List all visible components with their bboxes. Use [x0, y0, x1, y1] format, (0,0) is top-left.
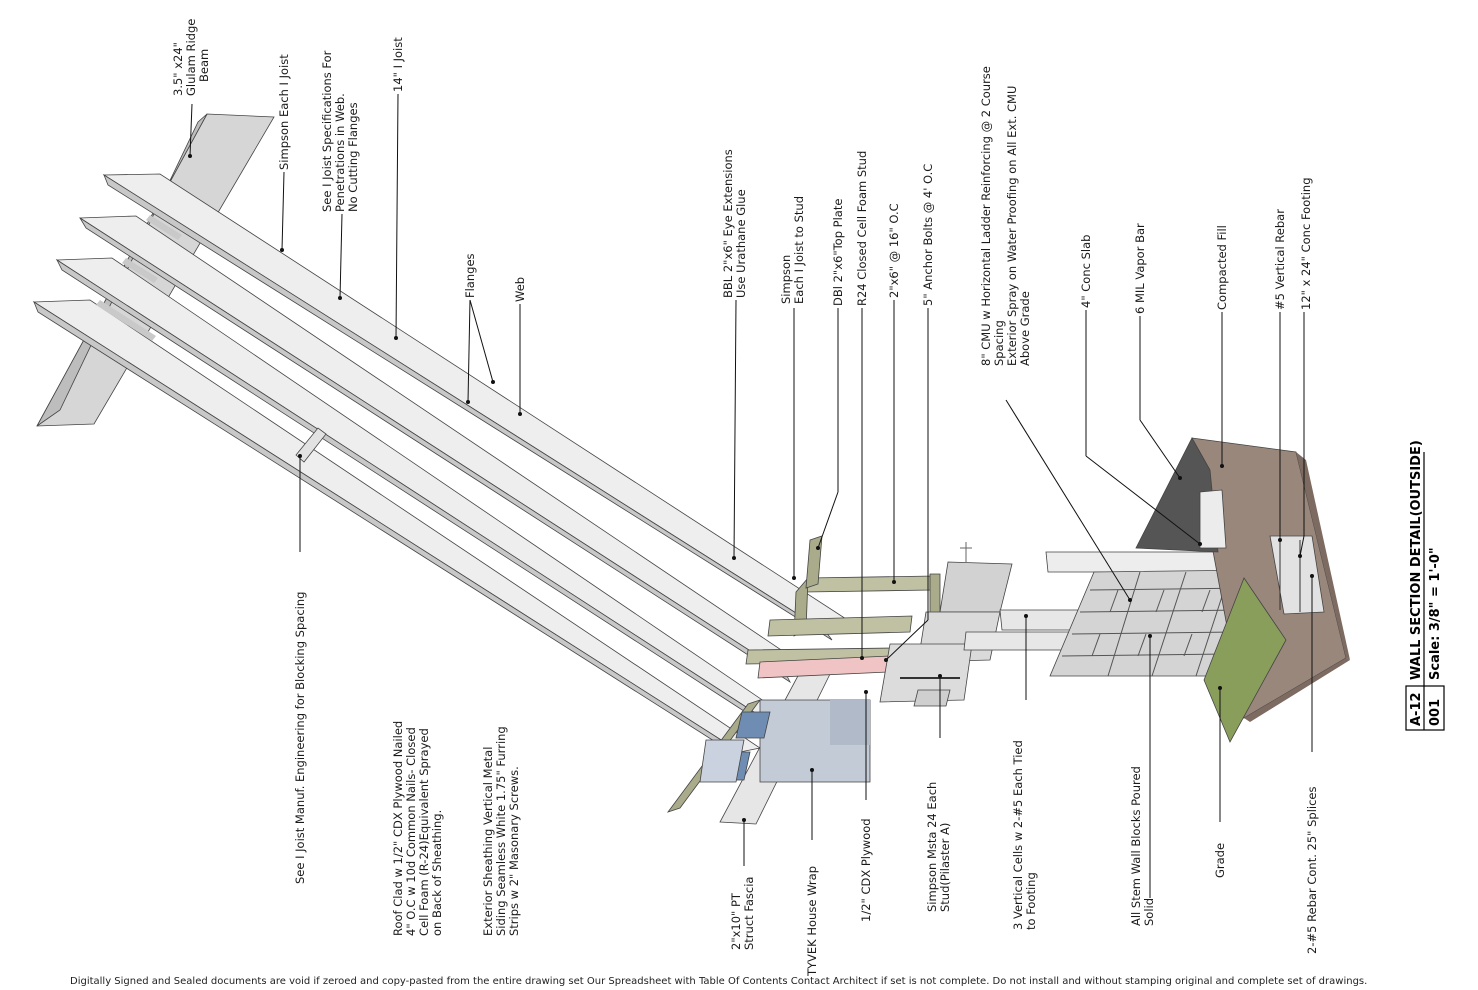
label-14-i-joist: 14" I Joist	[391, 37, 405, 92]
label-grade: Grade	[1213, 843, 1227, 878]
callout-labels: 3.5" x24" Glulam Ridge Beam Simpson Each…	[171, 15, 1319, 977]
label-glulam-ridge-beam: 3.5" x24" Glulam Ridge Beam	[171, 15, 211, 96]
label-r24-foam: R24 Closed Cell Foam Stud	[855, 151, 869, 306]
footer-disclaimer: Digitally Signed and Sealed documents ar…	[70, 976, 1368, 987]
title-block: A-12 001 WALL SECTION DETAIL(OUTSIDE) Sc…	[1405, 440, 1445, 731]
sheet-number: A-12	[1409, 692, 1424, 726]
label-5-vertical-rebar: #5 Vertical Rebar	[1273, 209, 1287, 310]
label-vertical-cells: 3 Vertical Cells w 2-#5 Each Tied to Foo…	[1011, 737, 1038, 930]
label-simpson-msta: Simpson Msta 24 Each Stud(Pilaster A)	[925, 778, 952, 912]
pilaster	[879, 542, 1013, 707]
label-web: Web	[513, 277, 527, 302]
label-4-conc-slab: 4" Conc Slab	[1079, 235, 1093, 308]
label-bbl-eye-extensions: BBL 2"x6" Eye Extensions Use Urathane Gl…	[721, 146, 748, 298]
label-conc-footing: 12" x 24" Conc Footing	[1299, 177, 1313, 310]
label-simpson-each-i-joist: Simpson Each I Joist	[277, 54, 291, 170]
detail-title: WALL SECTION DETAIL(OUTSIDE)	[1409, 440, 1424, 680]
label-anchor-bolts: 5" Anchor Bolts @ 4' O.C	[921, 164, 935, 306]
label-6-mil-vapor-bar: 6 MIL Vapor Bar	[1133, 223, 1147, 314]
label-i-joist-specifications: See I Joist Specifications For Penetrati…	[320, 47, 360, 212]
i-joists	[32, 173, 862, 762]
label-roof-clad: Roof Clad w 1/2" CDX Plywood Nailed 4" O…	[391, 717, 444, 936]
label-exterior-sheathing: Exterior Sheathing Vertical Metal Siding…	[481, 723, 521, 936]
leader-lines	[188, 93, 1314, 898]
label-cdx-plywood: 1/2" CDX Plywood	[859, 818, 873, 922]
label-flanges: Flanges	[463, 253, 477, 298]
detail-scale: Scale: 3/8" = 1'-0"	[1428, 547, 1443, 680]
label-tyvek-house-wrap: TYVEK House Wrap	[805, 866, 819, 977]
label-8-cmu: 8" CMU w Horizontal Ladder Reinforcing @…	[979, 62, 1032, 366]
label-rebar-splices: 2-#5 Rebar Cont. 25" Splices	[1305, 787, 1319, 955]
detail-number: 001	[1428, 699, 1443, 726]
label-studs-16-oc: 2"x6" @ 16" O.C	[887, 203, 901, 298]
label-struct-fascia: 2"x10" PT Struct Fascia	[729, 877, 756, 950]
label-dbl-top-plate: DBl 2"x6"Top Plate	[831, 199, 845, 306]
label-stem-wall-blocks: All Stem Wall Blocks Poured Solid	[1129, 763, 1156, 927]
earth-and-footing	[1135, 437, 1350, 743]
wall-face-layers	[699, 699, 871, 783]
label-compacted-fill: Compacted Fill	[1215, 225, 1229, 310]
label-blocking-spacing: See I Joist Manuf. Engineering for Block…	[293, 592, 307, 884]
label-simpson-joist-to-stud: Simpson Each I Joist to Stud	[779, 196, 806, 304]
